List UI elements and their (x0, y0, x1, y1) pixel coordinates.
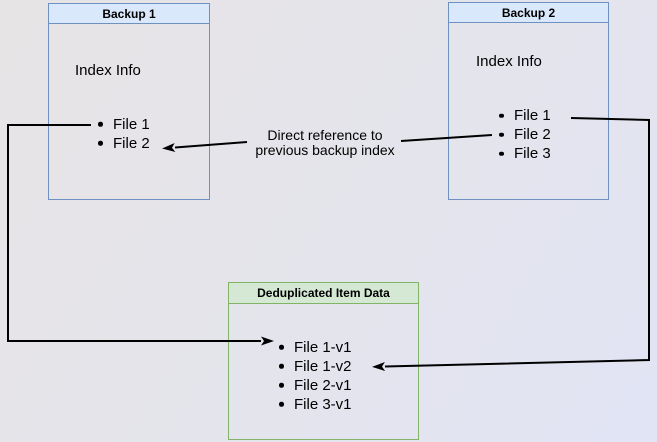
backup2-title: Backup 2 (501, 5, 556, 20)
list-item: File 1 (93, 115, 150, 134)
list-item: File 1-v2 (274, 357, 352, 376)
backup2-header: Backup 2 (449, 3, 608, 23)
annotation-line-2: previous backup index (255, 142, 395, 158)
list-item: File 3-v1 (274, 395, 352, 414)
annotation-line-1: Direct reference to (267, 127, 383, 143)
list-item: File 2 (93, 134, 150, 153)
list-item: File 2 (494, 125, 551, 144)
backup1-title: Backup 1 (102, 6, 156, 21)
list-item: File 3 (494, 144, 551, 163)
backup1-index-info-label: Index Info (75, 62, 141, 79)
dedup-file-list: File 1-v1 File 1-v2 File 2-v1 File 3-v1 (274, 338, 352, 414)
deduplicated-item-data-box: Deduplicated Item Data (228, 282, 419, 440)
dedup-title: Deduplicated Item Data (257, 286, 390, 300)
backup2-index-info-label: Index Info (476, 53, 542, 70)
backup1-box: Backup 1 (48, 3, 210, 200)
backup2-box: Backup 2 (448, 2, 609, 200)
backup1-file-list: File 1 File 2 (93, 115, 150, 153)
list-item: File 1-v1 (274, 338, 352, 357)
backup2-file-list: File 1 File 2 File 3 (494, 106, 551, 163)
direct-reference-annotation: Direct reference to previous backup inde… (245, 128, 405, 158)
list-item: File 2-v1 (274, 376, 352, 395)
dedup-header: Deduplicated Item Data (229, 283, 418, 304)
list-item: File 1 (494, 106, 551, 125)
backup1-header: Backup 1 (49, 4, 209, 24)
